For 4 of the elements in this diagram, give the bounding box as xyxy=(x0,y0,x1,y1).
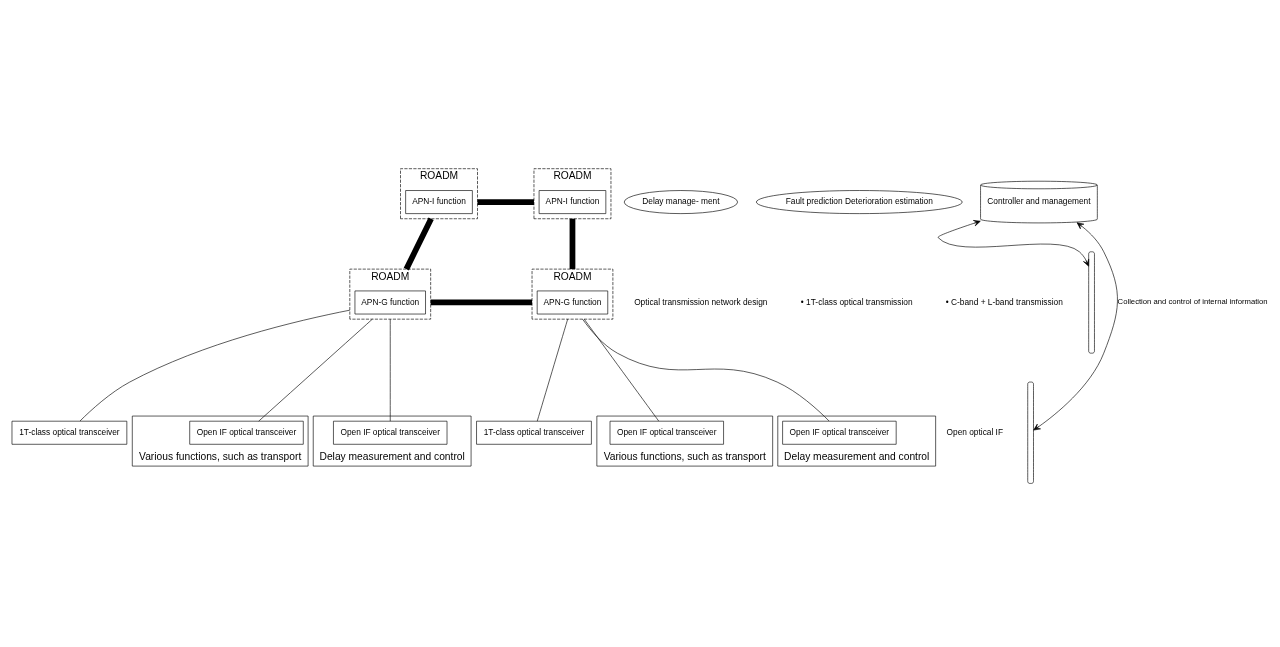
label: Open optical IF xyxy=(946,426,1004,437)
label: • C-band + L-band transmission xyxy=(945,296,1063,307)
label: • 1T-class optical transmission xyxy=(800,296,913,307)
label: Optical transmission network design xyxy=(634,296,768,307)
